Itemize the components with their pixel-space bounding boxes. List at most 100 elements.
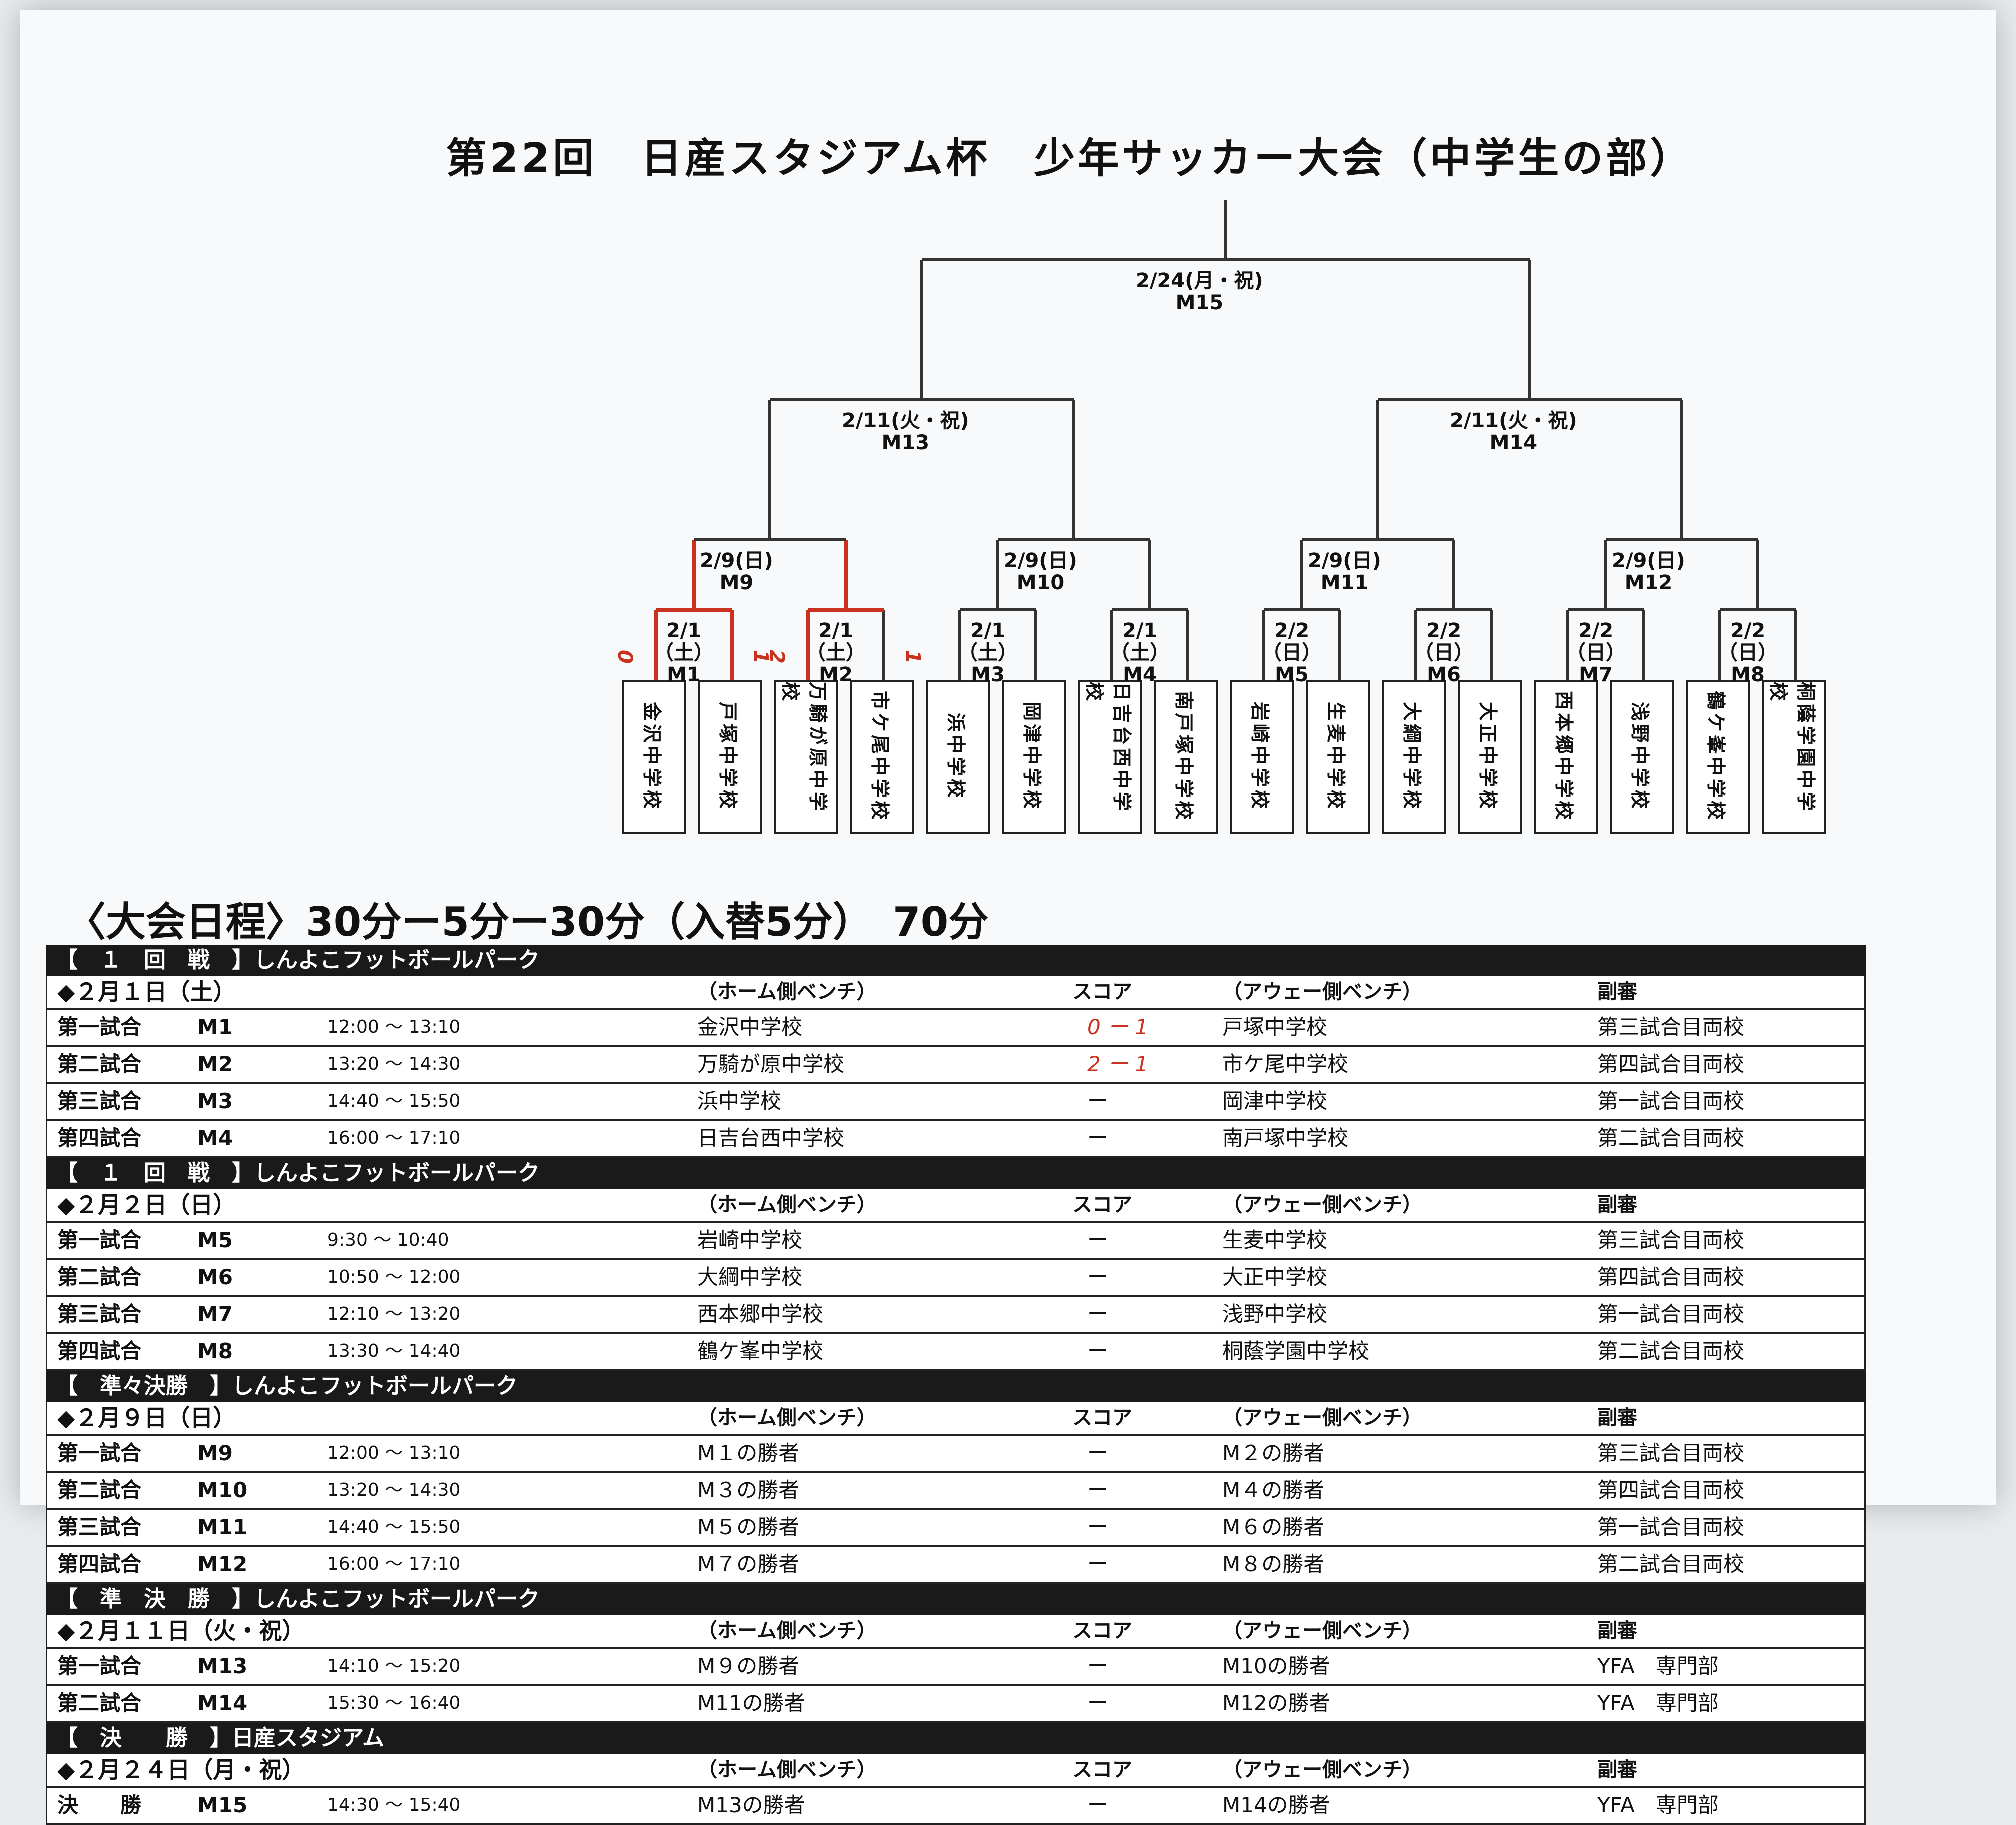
match-label-M7: 2/2（日）M7 bbox=[1566, 620, 1626, 686]
match-label-line: M12 bbox=[1624, 572, 1673, 594]
match-label-line: 2/2 bbox=[1274, 620, 1310, 642]
column-header-score: スコア bbox=[1072, 1758, 1132, 1782]
match-label-M1: 2/1（土）M1 bbox=[654, 620, 714, 686]
match-label-line: M15 bbox=[1176, 292, 1224, 314]
match-time: 13:20 ～ 14:30 bbox=[328, 1054, 461, 1074]
match-score: ー bbox=[1088, 1265, 1109, 1290]
match-label-line: 2/24(月・祝) bbox=[1136, 270, 1264, 292]
match-label-line: （日） bbox=[1262, 642, 1322, 664]
day-row: ◆２月２日（日）（ホーム側ベンチ）スコア（アウェー側ベンチ）副審 bbox=[46, 1189, 1866, 1223]
bracket-lines bbox=[654, 200, 1798, 680]
match-score: ー bbox=[1088, 1126, 1109, 1150]
team-box: 西本郷中学校 bbox=[1534, 680, 1598, 834]
home-team: 金沢中学校 bbox=[698, 1015, 803, 1040]
match-time: 12:00 ～ 13:10 bbox=[328, 1443, 461, 1464]
day-row: ◆２月１１日（火・祝）（ホーム側ベンチ）スコア（アウェー側ベンチ）副審 bbox=[46, 1615, 1866, 1649]
match-id: M11 bbox=[198, 1515, 248, 1540]
match-label-M15: 2/24(月・祝)M15 bbox=[1136, 270, 1264, 314]
match-time: 9:30 ～ 10:40 bbox=[328, 1230, 450, 1250]
match-id: M9 bbox=[198, 1441, 234, 1466]
match-label-M2: 2/1（土）M2 bbox=[806, 620, 866, 686]
away-team: M６の勝者 bbox=[1222, 1515, 1325, 1540]
match-score: ー bbox=[1088, 1302, 1109, 1326]
handwritten-score: 0 bbox=[614, 650, 636, 664]
match-id: M4 bbox=[198, 1126, 234, 1150]
match-id: M1 bbox=[198, 1015, 234, 1040]
column-header-ref: 副審 bbox=[1598, 1758, 1638, 1782]
column-header-score: スコア bbox=[1072, 1620, 1132, 1642]
match-number: 決 勝 bbox=[58, 1793, 142, 1818]
day-label: ◆２月９日（日） bbox=[58, 1404, 236, 1432]
away-team: 浅野中学校 bbox=[1222, 1302, 1328, 1326]
column-header-away: （アウェー側ベンチ） bbox=[1222, 1194, 1422, 1216]
match-label-M14: 2/11(火・祝)M14 bbox=[1450, 410, 1578, 454]
team-box: 大綱中学校 bbox=[1382, 680, 1446, 834]
match-label-line: M8 bbox=[1731, 664, 1765, 686]
match-id: M8 bbox=[198, 1339, 234, 1364]
match-score: ー bbox=[1088, 1691, 1109, 1716]
match-number: 第一試合 bbox=[58, 1654, 142, 1678]
match-time: 12:00 ～ 13:10 bbox=[328, 1017, 461, 1038]
match-number: 第四試合 bbox=[58, 1339, 142, 1364]
home-team: M３の勝者 bbox=[698, 1478, 800, 1502]
column-header-away: （アウェー側ベンチ） bbox=[1222, 980, 1422, 1004]
team-box: 岩崎中学校 bbox=[1230, 680, 1294, 834]
match-time: 12:10 ～ 13:20 bbox=[328, 1304, 461, 1324]
referee: 第一試合目両校 bbox=[1598, 1089, 1745, 1114]
away-team: M10の勝者 bbox=[1222, 1654, 1330, 1678]
referee: YFA 専門部 bbox=[1598, 1654, 1719, 1678]
team-box: 日吉台西中学校 bbox=[1078, 680, 1142, 834]
match-number: 第三試合 bbox=[58, 1089, 142, 1114]
away-team: 岡津中学校 bbox=[1222, 1089, 1328, 1114]
match-id: M3 bbox=[198, 1089, 234, 1114]
home-team: M９の勝者 bbox=[698, 1654, 800, 1678]
match-score: ー bbox=[1088, 1515, 1109, 1540]
match-label-M4: 2/1（土）M4 bbox=[1110, 620, 1170, 686]
match-time: 14:10 ～ 15:20 bbox=[328, 1656, 461, 1676]
match-label-line: M10 bbox=[1016, 572, 1065, 594]
match-score: ー bbox=[1088, 1339, 1109, 1364]
match-score: ー bbox=[1088, 1089, 1109, 1114]
match-score: ー bbox=[1088, 1654, 1109, 1678]
match-label-line: （土） bbox=[958, 642, 1018, 664]
away-team: 生麦中学校 bbox=[1222, 1228, 1328, 1252]
column-header-away: （アウェー側ベンチ） bbox=[1222, 1620, 1422, 1642]
match-id: M14 bbox=[198, 1691, 248, 1716]
match-label-line: 2/1 bbox=[970, 620, 1006, 642]
match-label-line: M13 bbox=[882, 432, 930, 454]
day-row: ◆２月９日（日）（ホーム側ベンチ）スコア（アウェー側ベンチ）副審 bbox=[46, 1402, 1866, 1436]
match-time: 14:40 ～ 15:50 bbox=[328, 1091, 461, 1112]
home-team: M５の勝者 bbox=[698, 1515, 800, 1540]
home-team: M７の勝者 bbox=[698, 1552, 800, 1576]
referee: 第四試合目両校 bbox=[1598, 1265, 1745, 1290]
match-label-M6: 2/2（日）M6 bbox=[1414, 620, 1474, 686]
day-row: ◆２月２４日（月・祝）（ホーム側ベンチ）スコア（アウェー側ベンチ）副審 bbox=[46, 1754, 1866, 1788]
home-team: 鶴ケ峯中学校 bbox=[698, 1339, 824, 1364]
match-number: 第二試合 bbox=[58, 1691, 142, 1716]
match-label-line: M9 bbox=[720, 572, 754, 594]
away-team: 戸塚中学校 bbox=[1222, 1015, 1328, 1040]
match-label-line: （日） bbox=[1566, 642, 1626, 664]
match-label-line: （土） bbox=[806, 642, 866, 664]
away-team: 南戸塚中学校 bbox=[1222, 1126, 1349, 1150]
match-number: 第四試合 bbox=[58, 1126, 142, 1150]
match-label-line: （日） bbox=[1414, 642, 1474, 664]
match-score: ー bbox=[1088, 1552, 1109, 1576]
match-score: ー bbox=[1088, 1441, 1109, 1466]
match-label-M10: 2/9(日)M10 bbox=[1004, 550, 1078, 594]
away-team: M12の勝者 bbox=[1222, 1691, 1330, 1716]
round-bar: 【 １ 回 戦 】しんよこフットボールパーク bbox=[46, 1158, 1866, 1189]
away-team: 桐蔭学園中学校 bbox=[1222, 1339, 1370, 1364]
day-label: ◆２月２日（日） bbox=[58, 1192, 236, 1218]
column-header-away: （アウェー側ベンチ） bbox=[1222, 1758, 1422, 1782]
home-team: 大綱中学校 bbox=[698, 1265, 803, 1290]
match-label-line: 2/9(日) bbox=[1612, 550, 1686, 572]
